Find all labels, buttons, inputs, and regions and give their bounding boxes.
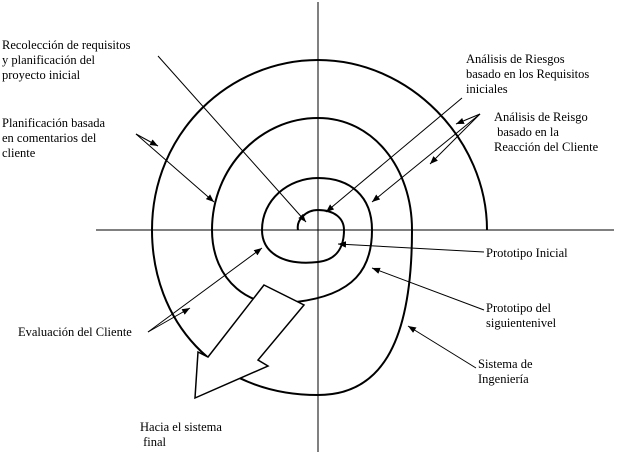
pointer-analisis-iniciales bbox=[325, 97, 463, 213]
label-sistema-ingenieria: Sistema de Ingeniería bbox=[478, 357, 533, 386]
pointer-prototipo-inicial bbox=[337, 241, 485, 253]
pointer-analisis-reaccion-1 bbox=[371, 113, 481, 203]
label-hacia-sistema-final: Hacia el sistema final bbox=[140, 420, 222, 449]
label-analisis-requisitos-iniciales: Análisis de Riesgos basado en los Requis… bbox=[466, 52, 590, 96]
pointer-evaluacion-2 bbox=[147, 307, 191, 333]
label-analisis-reaccion-cliente: Análisis de Reisgo basado en la Reacción… bbox=[494, 110, 599, 154]
label-prototipo-siguiente: Prototipo del siguientenivel bbox=[486, 301, 557, 330]
label-recoleccion: Recolección de requisitos y planificació… bbox=[2, 38, 131, 82]
label-prototipo-inicial: Prototipo Inicial bbox=[486, 246, 568, 260]
final-system-arrow bbox=[194, 284, 306, 400]
label-planificacion: Planificación basada en comentarios del … bbox=[2, 116, 106, 160]
pointer-prototipo-siguiente bbox=[371, 267, 485, 311]
pointer-analisis-reaccion-3 bbox=[455, 113, 481, 125]
pointer-planificacion-2 bbox=[135, 133, 159, 147]
spiral-curve bbox=[150, 58, 488, 397]
pointer-recoleccion bbox=[157, 55, 307, 223]
label-evaluacion-cliente: Evaluación del Cliente bbox=[18, 325, 132, 339]
pointer-planificacion-1 bbox=[135, 133, 215, 203]
pointer-sistema bbox=[407, 325, 477, 369]
pointer-analisis-reaccion-2 bbox=[429, 113, 481, 165]
pointer-evaluacion-1 bbox=[147, 247, 263, 333]
